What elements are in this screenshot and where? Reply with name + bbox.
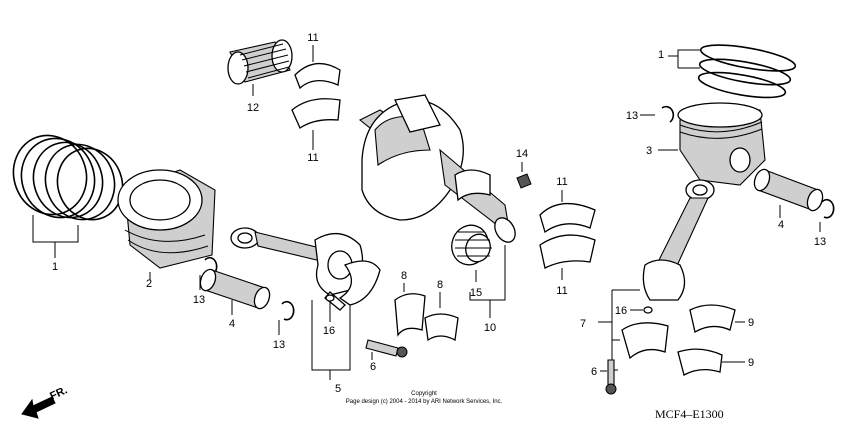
bearing-shell-8a-icon xyxy=(394,293,426,337)
needle-bearing-12-icon xyxy=(227,39,293,85)
bearing-shell-11-right-bot-icon xyxy=(539,234,596,269)
callout-10[interactable]: 10 xyxy=(484,322,496,334)
callout-13-left-1[interactable]: 13 xyxy=(193,294,205,306)
copyright-title: Copyright xyxy=(411,391,437,397)
callout-12[interactable]: 12 xyxy=(247,102,259,114)
bearing-shell-9b-icon xyxy=(677,348,723,376)
callout-1-right[interactable]: 1 xyxy=(658,49,664,61)
callout-13-right-2[interactable]: 13 xyxy=(814,236,826,248)
callout-16-left[interactable]: 16 xyxy=(323,325,335,337)
diagram-code: MCF4–E1300 xyxy=(655,407,724,421)
callout-2[interactable]: 2 xyxy=(146,278,152,290)
dowel-pin-right-icon xyxy=(643,306,653,314)
callout-13-left-2[interactable]: 13 xyxy=(273,339,285,351)
callout-4-right[interactable]: 4 xyxy=(778,219,784,231)
piston-right-icon xyxy=(677,102,766,186)
copyright-line: Page design (c) 2004 - 2014 by ARI Netwo… xyxy=(346,399,503,405)
rod-cap-left-icon xyxy=(338,260,381,306)
callout-6-right[interactable]: 6 xyxy=(591,366,597,378)
rod-bolt-right-icon xyxy=(605,359,617,395)
callout-6-left[interactable]: 6 xyxy=(370,361,376,373)
callout-1-left[interactable]: 1 xyxy=(52,261,58,273)
callout-16-right[interactable]: 16 xyxy=(615,305,627,317)
callout-9-a[interactable]: 9 xyxy=(748,317,754,329)
callout-14[interactable]: 14 xyxy=(516,148,528,160)
circlip-right-1-icon xyxy=(661,105,675,123)
piston-rings-left-icon xyxy=(12,134,124,221)
callout-4-left[interactable]: 4 xyxy=(229,318,235,330)
key-icon xyxy=(516,173,532,189)
callout-13-right-1[interactable]: 13 xyxy=(626,110,638,122)
circlip-right-2-icon xyxy=(821,198,835,219)
rod-cap-right-icon xyxy=(621,322,669,360)
piston-pin-left-icon xyxy=(199,268,271,310)
dowel-pin-left-icon xyxy=(325,294,335,302)
callout-11-mid[interactable]: 11 xyxy=(307,152,318,164)
piston-left-icon xyxy=(117,169,216,269)
callout-8-b[interactable]: 8 xyxy=(437,279,443,291)
callout-8-a[interactable]: 8 xyxy=(401,270,407,282)
callout-11-right-top[interactable]: 11 xyxy=(556,176,567,188)
callout-7[interactable]: 7 xyxy=(580,318,586,330)
piston-rings-right-icon xyxy=(697,44,797,99)
rod-bolt-left-icon xyxy=(365,339,408,358)
front-label: FR. xyxy=(48,384,69,402)
callout-5[interactable]: 5 xyxy=(335,383,341,395)
callout-11-right-bot[interactable]: 11 xyxy=(556,285,567,297)
connecting-rod-left-icon xyxy=(230,227,364,311)
callout-15[interactable]: 15 xyxy=(470,287,482,299)
bearing-shell-8b-icon xyxy=(424,313,459,342)
bearing-shell-11-right-top-icon xyxy=(539,203,596,234)
bearing-shell-11-top-icon xyxy=(294,63,341,90)
callout-9-b[interactable]: 9 xyxy=(748,357,754,369)
front-arrow-icon xyxy=(21,396,56,419)
bearing-shell-11-mid-icon xyxy=(291,98,341,129)
crankshaft-icon xyxy=(358,94,516,243)
needle-bearing-15-icon xyxy=(451,224,492,266)
connecting-rod-right-icon xyxy=(642,179,715,301)
bearing-shell-9a-icon xyxy=(689,304,736,334)
circlip-left-2-icon xyxy=(281,300,295,321)
callout-3[interactable]: 3 xyxy=(646,145,652,157)
piston-pin-right-icon xyxy=(753,168,824,212)
callout-11-top[interactable]: 11 xyxy=(307,32,318,44)
